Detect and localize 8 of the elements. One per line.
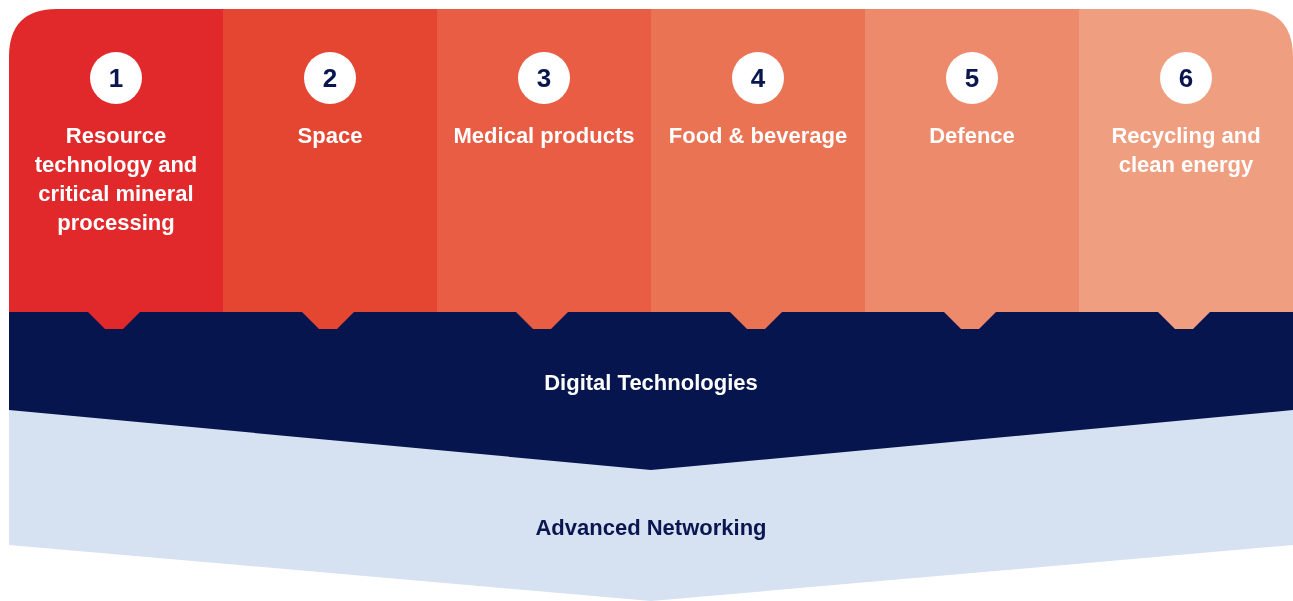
band-label: Advanced Networking [534,514,768,542]
category-label: Space [296,122,364,150]
band-label: Digital Technologies [543,369,759,397]
category-label: Medical products [452,122,636,150]
category-label: Defence [928,122,1016,150]
category-label: Recycling and clean energy [1110,122,1262,179]
category-label: Resource technology and critical mineral processing [33,122,199,237]
category-label: Food & beverage [667,122,849,150]
